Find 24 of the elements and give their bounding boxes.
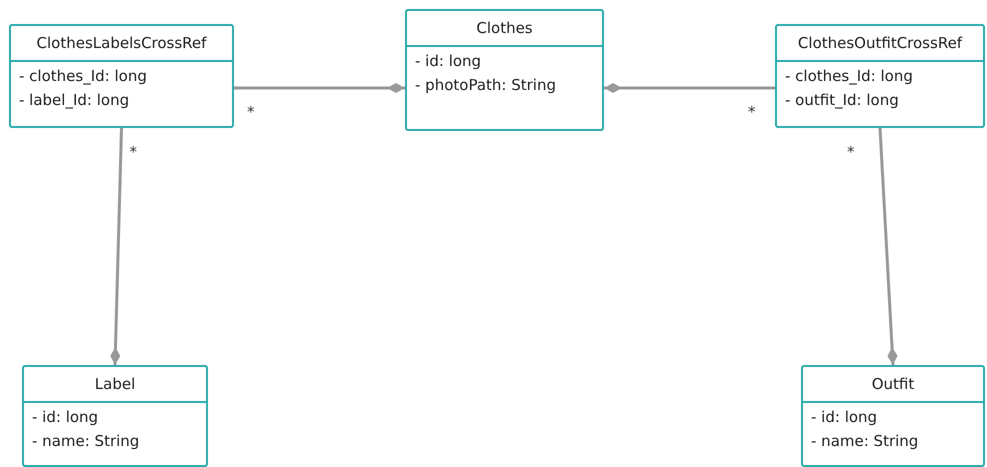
class-name: ClothesOutfitCrossRef (798, 34, 962, 52)
class-box (405, 9, 604, 131)
attribute: - id: long (811, 407, 878, 428)
attribute: - photoPath: String (415, 75, 556, 96)
attribute: - label_Id: long (19, 90, 130, 111)
attribute: - id: long (32, 407, 98, 428)
class-name: ClothesLabelsCrossRef (36, 34, 206, 52)
class-name: Outfit (872, 375, 914, 393)
class-name: Label (94, 375, 136, 393)
connector (878, 128, 898, 366)
class-box (775, 24, 985, 128)
attribute: - clothes_Id: long (19, 66, 147, 87)
connector (234, 83, 405, 93)
class-box (22, 365, 208, 467)
class-name: Clothes (476, 19, 533, 37)
connector (110, 128, 123, 366)
connector (604, 83, 775, 93)
attribute: - outfit_Id: long (785, 90, 899, 111)
attribute: - clothes_Id: long (785, 66, 913, 87)
attribute: - id: long (415, 51, 482, 72)
class-box (9, 24, 234, 128)
attribute: - name: String (811, 431, 918, 452)
class-box (801, 365, 985, 467)
attribute: - name: String (32, 431, 140, 452)
